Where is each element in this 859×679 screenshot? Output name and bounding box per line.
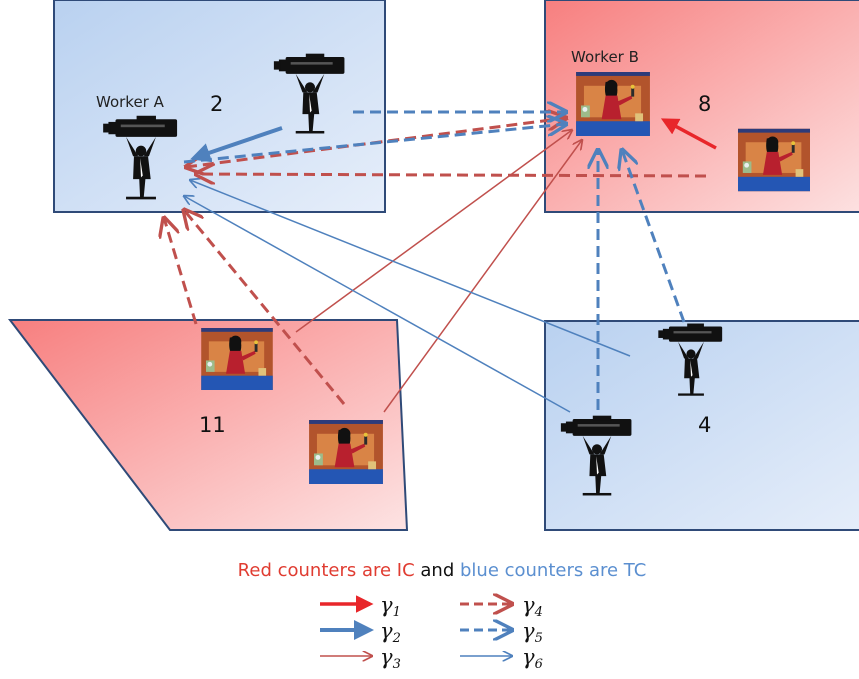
arrow-gamma1 bbox=[660, 118, 717, 150]
caption-middle-part: and bbox=[415, 560, 460, 581]
count-bottom-left: 11 bbox=[199, 413, 226, 437]
arrows-gamma6 bbox=[184, 180, 631, 413]
caption-blue-part: blue counters are TC bbox=[460, 560, 646, 581]
legend-symbol-gamma1: γ1 bbox=[380, 593, 401, 620]
worker-a-label: Worker A bbox=[96, 93, 165, 111]
caption-red-part: Red counters are IC bbox=[238, 560, 415, 581]
legend-symbol-gamma3: γ3 bbox=[380, 645, 401, 672]
legend-symbol-gamma6: γ6 bbox=[522, 645, 543, 672]
region-worker-a bbox=[53, 0, 386, 213]
region-bottom-left bbox=[7, 319, 409, 531]
legend-caption: Red counters are IC and blue counters ar… bbox=[238, 560, 647, 581]
legend-symbol-gamma4: γ4 bbox=[522, 593, 543, 620]
arrow-gamma2 bbox=[190, 126, 283, 163]
info-counter-right bbox=[738, 128, 810, 192]
count-top-right: 8 bbox=[698, 92, 711, 116]
count-bottom-right: 4 bbox=[698, 413, 711, 437]
info-counter-bottom-left-a bbox=[201, 328, 273, 390]
info-counter-bottom-left-b bbox=[309, 420, 383, 484]
legend: γ1 γ2 γ3 γ4 γ5 γ6 bbox=[320, 593, 543, 672]
legend-symbol-gamma5: γ5 bbox=[522, 619, 543, 646]
legend-symbol-gamma2: γ2 bbox=[380, 619, 401, 646]
count-top-left: 2 bbox=[210, 92, 223, 116]
worker-b-label: Worker B bbox=[571, 48, 639, 66]
info-counter-worker-b bbox=[576, 72, 650, 136]
arrows-gamma5 bbox=[183, 112, 686, 410]
